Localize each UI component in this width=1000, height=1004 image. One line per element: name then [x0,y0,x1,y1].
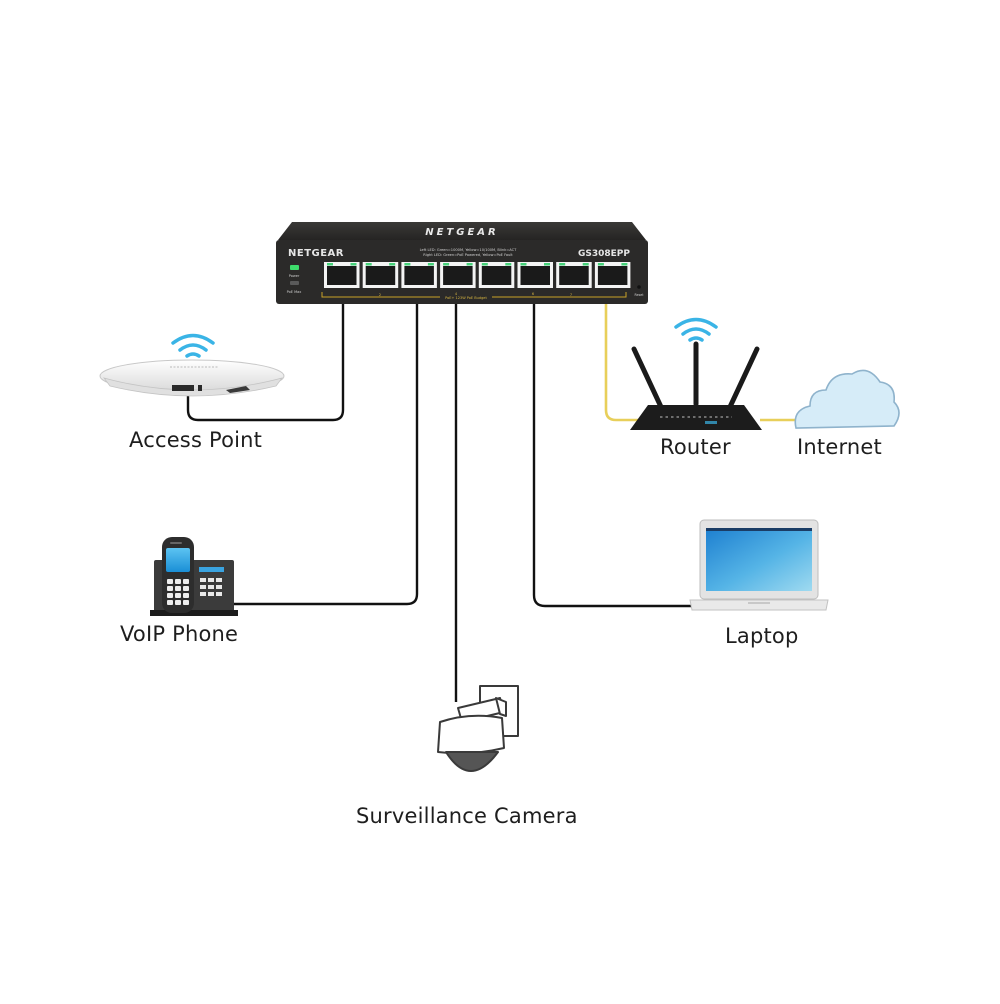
phone-screen [166,548,190,572]
poe-budget-label: PoE+ 123W PoE Budget [445,296,487,300]
port-led-left [327,263,333,266]
reset-button[interactable] [637,285,641,289]
label-surveillance-camera: Surveillance Camera [356,804,578,828]
poe-max-led-label: PoE Max [287,290,302,294]
cable-laptop [532,280,698,608]
cable-router [604,280,640,422]
cables [186,280,800,702]
power-led-label: Power [289,274,300,278]
access-point-port [172,385,194,391]
wifi-icon [171,333,215,358]
port-led-left [443,263,450,266]
port-led-right [350,263,357,266]
port-led-left [597,263,604,266]
voip-phone-device[interactable] [150,537,238,616]
laptop-screen [706,528,812,591]
switch-model: GS308EPP [578,249,630,259]
port-led-left [404,263,411,266]
camera-housing [437,714,505,755]
internet-cloud-icon [794,369,900,429]
switch-top-surface [278,222,646,240]
port-led-right [544,263,550,266]
port-number-7: 7 [570,293,572,297]
ethernet-port-4[interactable] [440,262,476,288]
label-router: Router [660,435,731,459]
phone-handset-keypad [167,579,189,605]
wifi-icon [674,317,718,342]
ethernet-port-8[interactable] [594,262,631,288]
poe-max-led-icon [290,281,299,285]
port-led-right [621,263,628,266]
port-led-right [582,263,589,266]
label-voip-phone: VoIP Phone [120,622,239,646]
cable-voip-phone [232,280,419,606]
switch-info-line-2: Right LED: Green=PoE Powered, Yellow=PoE… [423,253,513,257]
port-led-left [559,263,566,266]
port-led-right [389,263,396,266]
router-antennas [631,341,760,412]
port-led-left [481,263,488,266]
phone-base-keypad [200,578,222,596]
port-led-right [505,263,512,266]
label-laptop: Laptop [725,624,799,648]
surveillance-camera-device[interactable] [437,685,519,772]
ethernet-port-5[interactable] [478,262,515,288]
port-led-left [520,263,527,266]
label-internet: Internet [797,435,882,459]
port-number-4: 4 [455,292,458,296]
phone-base-display [199,567,224,572]
switch-ports [324,262,631,288]
ethernet-port-2[interactable] [362,262,399,288]
router-body [630,405,762,430]
port-led-left [365,263,372,266]
ethernet-port-6[interactable] [517,262,554,288]
poe-switch[interactable]: NETGEAR NETGEAR GS308EPP Left LED: Green… [276,222,648,304]
access-point-device[interactable] [99,333,285,397]
camera-dome [445,751,499,772]
power-led-icon [290,265,299,270]
reset-label: Reset [635,293,645,297]
ethernet-port-7[interactable] [556,262,592,288]
router-device[interactable] [630,317,762,431]
laptop-base [689,599,829,611]
laptop-device[interactable] [689,519,829,611]
cable-access-point [186,280,345,422]
port-number-2: 2 [379,293,381,297]
port-led-right [466,263,473,266]
label-access-point: Access Point [129,428,263,452]
ethernet-port-1[interactable] [324,262,360,288]
poe-budget-label-bg [440,294,492,300]
port-led-right [427,263,434,266]
port-number-6: 6 [532,292,534,296]
switch-brand-top: NETGEAR [425,227,499,238]
ethernet-port-3[interactable] [401,262,437,288]
switch-info-line-1: Left LED: Green=1000M, Yellow=10/100M, B… [420,248,518,252]
switch-brand-front: NETGEAR [288,248,344,259]
